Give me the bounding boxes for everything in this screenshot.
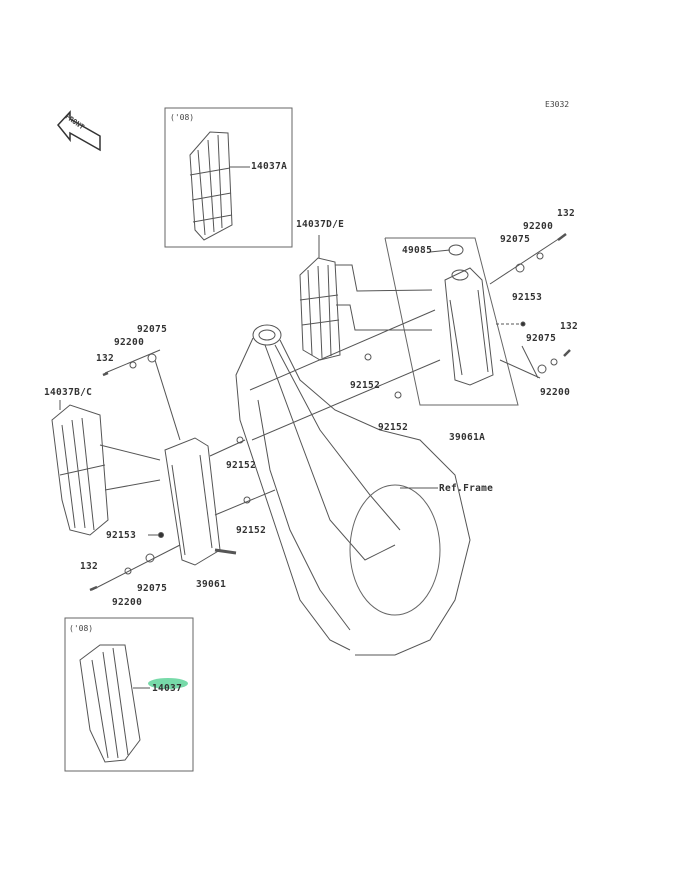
diagram-code: E3032 <box>545 100 570 109</box>
inset-box-08-bottom <box>64 617 194 772</box>
part-label-92075[interactable]: 92075 <box>137 324 168 335</box>
part-label-92200[interactable]: 92200 <box>114 337 145 348</box>
right-radiator-group-box <box>384 237 519 406</box>
inset-box-08-top <box>164 107 293 248</box>
part-label-132[interactable]: 132 <box>80 561 99 572</box>
part-label-92152[interactable]: 92152 <box>350 380 381 391</box>
part-label-39061a[interactable]: 39061A <box>449 432 486 443</box>
part-label-92152[interactable]: 92152 <box>236 525 267 536</box>
front-arrow-icon <box>57 110 101 152</box>
part-label-92153[interactable]: 92153 <box>106 530 137 541</box>
highlight-marker <box>148 678 188 689</box>
part-label-92152[interactable]: 92152 <box>378 422 409 433</box>
part-label-39061[interactable]: 39061 <box>196 579 227 590</box>
part-label-132[interactable]: 132 <box>96 353 115 364</box>
inset-year-top: ('08) <box>170 113 195 122</box>
part-label-92200[interactable]: 92200 <box>540 387 571 398</box>
part-label-92153[interactable]: 92153 <box>512 292 543 303</box>
shroud-14037 <box>79 644 150 763</box>
part-label-92200[interactable]: 92200 <box>523 221 554 232</box>
inset-year-bottom: ('08) <box>69 624 94 633</box>
shroud-14037bc <box>51 400 161 536</box>
right-fasteners <box>249 233 571 441</box>
part-label-92152[interactable]: 92152 <box>226 460 257 471</box>
motorcycle-frame <box>235 324 471 656</box>
radiator-39061 <box>89 349 276 592</box>
part-label-92075[interactable]: 92075 <box>137 583 168 594</box>
part-label-132[interactable]: 132 <box>560 321 579 332</box>
part-label-14037bc[interactable]: 14037B/C <box>44 387 93 398</box>
radiator-39061a <box>429 244 526 386</box>
part-label-92200[interactable]: 92200 <box>112 597 143 608</box>
part-label-14037[interactable]: 14037 <box>152 683 183 694</box>
part-label-132[interactable]: 132 <box>557 208 576 219</box>
part-label-14037a[interactable]: 14037A <box>251 161 288 172</box>
part-label-49085[interactable]: 49085 <box>402 245 433 256</box>
part-label-92075[interactable]: 92075 <box>500 234 531 245</box>
shroud-14037de <box>299 235 433 361</box>
part-label-14037de[interactable]: 14037D/E <box>296 219 345 230</box>
shroud-14037a <box>189 131 250 241</box>
part-label-92075[interactable]: 92075 <box>526 333 557 344</box>
ref-frame-label[interactable]: Ref.Frame <box>439 483 494 494</box>
